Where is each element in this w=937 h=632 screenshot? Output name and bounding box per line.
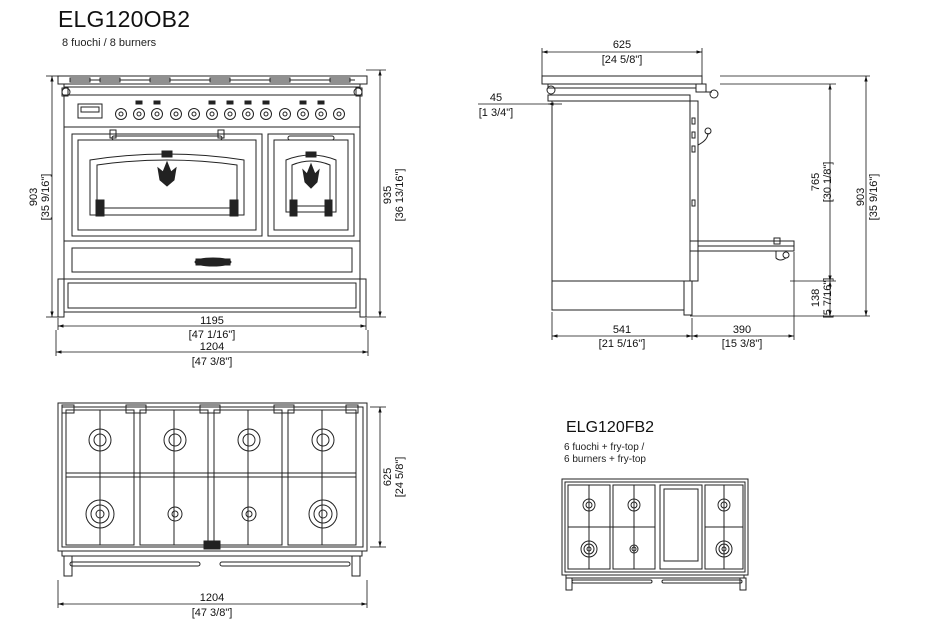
front-view bbox=[57, 75, 368, 318]
dim-front-width-1204-in: [47 3/8"] bbox=[192, 356, 233, 368]
model-subtitle-second-line2: 6 burners + fry-top bbox=[564, 454, 646, 465]
side-dimension-labels: 625 [24 5/8"] 45 [1 3/4"] 765 [30 1/8"] … bbox=[479, 39, 880, 350]
model-title-main: ELG120OB2 bbox=[58, 6, 191, 32]
side-door-handle bbox=[697, 132, 709, 146]
front-drawer-handle bbox=[194, 257, 232, 267]
dim-front-width-1195-in: [47 1/16"] bbox=[189, 329, 236, 341]
top-front-handle-right bbox=[219, 561, 351, 567]
dim-side-door-390-in: [15 3/8"] bbox=[722, 338, 763, 350]
dim-side-depth-625-in: [24 5/8"] bbox=[602, 54, 643, 66]
dim-side-height-903-in: [35 9/16"] bbox=[868, 174, 880, 221]
front-main-oven-handle bbox=[111, 135, 223, 141]
front-clock-display bbox=[77, 103, 103, 119]
dim-front-width-1204: 1204 bbox=[200, 341, 224, 353]
front-dimension-labels: 903 [35 9/16"] 935 [36 13/16"] 1195 [47 … bbox=[28, 169, 406, 368]
dim-front-height-935: 935 bbox=[382, 186, 394, 204]
front-main-oven-window bbox=[89, 153, 245, 216]
fry-top-view bbox=[561, 478, 749, 591]
top-dimensions bbox=[57, 406, 386, 608]
model-subtitle-main: 8 fuochi / 8 burners bbox=[62, 37, 157, 49]
dim-side-height-903: 903 bbox=[855, 188, 867, 206]
dim-side-depth-541: 541 bbox=[613, 324, 631, 336]
dim-side-height-765-in: [30 1/8"] bbox=[822, 162, 834, 203]
fry-top-griddle bbox=[659, 484, 703, 570]
dim-side-depth-541-in: [21 5/16"] bbox=[599, 338, 646, 350]
dim-top-depth-625: 625 bbox=[382, 468, 394, 486]
front-main-oven-door bbox=[71, 133, 263, 237]
top-view bbox=[57, 402, 368, 577]
front-control-knobs bbox=[115, 100, 345, 120]
model-title-second: ELG120FB2 bbox=[566, 419, 655, 436]
side-body bbox=[551, 100, 691, 282]
dim-front-height-935-in: [36 13/16"] bbox=[394, 169, 406, 222]
dim-front-width-1195: 1195 bbox=[200, 315, 224, 327]
front-fleur-de-lis-icon bbox=[157, 160, 177, 187]
fry-top-handle-right bbox=[661, 579, 743, 584]
side-dimensions bbox=[478, 48, 870, 340]
side-knob bbox=[709, 89, 719, 99]
side-hob-rim bbox=[541, 75, 703, 85]
top-burners bbox=[85, 428, 338, 529]
dim-side-offset-45-in: [1 3/4"] bbox=[479, 107, 513, 119]
front-control-panel bbox=[63, 94, 361, 128]
dim-side-door-390: 390 bbox=[733, 324, 751, 336]
dim-side-plinth-138-in: [5 7/16"] bbox=[822, 278, 834, 319]
dim-front-height-903-in: [35 9/16"] bbox=[40, 174, 52, 221]
dim-side-height-765: 765 bbox=[810, 173, 822, 191]
front-small-fleur-icon bbox=[302, 162, 320, 189]
dim-side-depth-625: 625 bbox=[613, 39, 631, 51]
dim-top-depth-625-in: [24 5/8"] bbox=[394, 457, 406, 498]
dim-side-offset-45: 45 bbox=[490, 92, 502, 104]
front-small-oven-door bbox=[267, 133, 355, 237]
model-subtitle-second-line1: 6 fuochi + fry-top / bbox=[564, 442, 645, 453]
front-small-oven-handle bbox=[287, 135, 335, 141]
dim-top-width-1204-in: [47 3/8"] bbox=[192, 607, 233, 619]
dim-side-plinth-138: 138 bbox=[810, 289, 822, 307]
side-view bbox=[541, 75, 795, 316]
front-small-oven-window bbox=[285, 154, 337, 213]
dim-front-height-903: 903 bbox=[28, 188, 40, 206]
model-subtitle-second: 6 fuochi + fry-top / 6 burners + fry-top bbox=[564, 442, 646, 466]
front-dimensions bbox=[46, 69, 386, 356]
fry-top-handle-left bbox=[571, 579, 653, 584]
top-front-handle-left bbox=[69, 561, 201, 567]
side-plinth bbox=[551, 280, 685, 311]
fry-top-burners bbox=[580, 498, 733, 558]
dim-top-width-1204: 1204 bbox=[200, 592, 224, 604]
top-dimension-labels: 625 [24 5/8"] 1204 [47 3/8"] bbox=[192, 457, 406, 619]
side-door-profile bbox=[689, 100, 699, 242]
front-plinth bbox=[63, 278, 361, 313]
front-grates bbox=[61, 77, 363, 97]
